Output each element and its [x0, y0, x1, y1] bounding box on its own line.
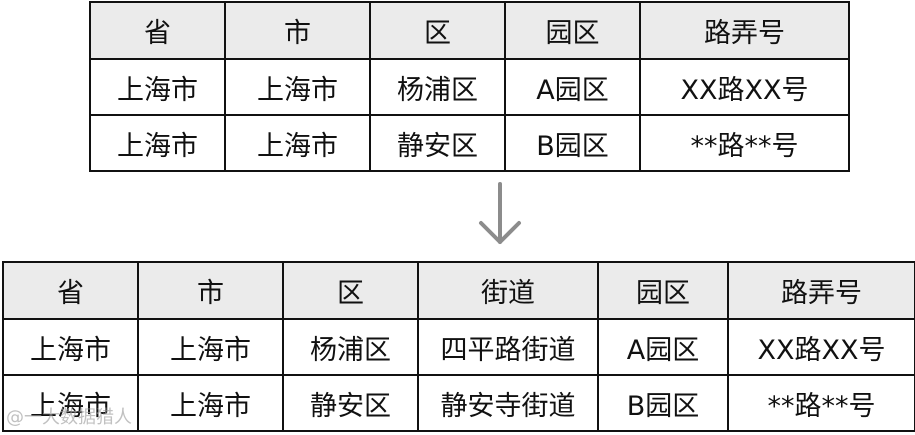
table-cell: 上海市 [137, 374, 284, 432]
table-cell: 静安寺街道 [417, 374, 599, 432]
header-address: 路弄号 [639, 1, 850, 60]
header-row: 省 市 区 园区 路弄号 [89, 1, 850, 60]
header-address: 路弄号 [727, 261, 915, 320]
table-cell: 杨浦区 [369, 58, 506, 116]
table-cell: A园区 [597, 318, 729, 376]
header-city: 市 [224, 1, 371, 60]
table-cell: XX路XX号 [639, 58, 850, 116]
table-cell: 上海市 [2, 318, 139, 376]
table-cell: **路**号 [639, 114, 850, 172]
table-cell: 上海市 [89, 58, 226, 116]
expanded-table: 省 市 区 街道 园区 路弄号 上海市 上海市 杨浦区 四平路街道 A园区 XX… [2, 261, 915, 432]
table-cell: 上海市 [224, 58, 371, 116]
header-district: 区 [369, 1, 506, 60]
table-row: 上海市 上海市 杨浦区 A园区 XX路XX号 [89, 58, 850, 116]
table-row: 上海市 上海市 静安区 B园区 **路**号 [89, 114, 850, 172]
table-cell: B园区 [597, 374, 729, 432]
table-cell: 杨浦区 [282, 318, 419, 376]
header-city: 市 [137, 261, 284, 320]
table-cell: A园区 [504, 58, 641, 116]
table-cell: 四平路街道 [417, 318, 599, 376]
watermark: @一大数据猎人 [6, 407, 132, 428]
header-street-highlighted: 街道 [417, 261, 599, 320]
table-row: 上海市 上海市 静安区 静安寺街道 B园区 **路**号 [2, 374, 915, 432]
header-province: 省 [2, 261, 139, 320]
header-district: 区 [282, 261, 419, 320]
table-cell: 上海市 [2, 374, 139, 432]
table-cell: **路**号 [727, 374, 915, 432]
table-cell: 静安区 [369, 114, 506, 172]
table-cell: 静安区 [282, 374, 419, 432]
table-cell: 上海市 [137, 318, 284, 376]
table-cell: 上海市 [224, 114, 371, 172]
table-cell: XX路XX号 [727, 318, 915, 376]
table-cell: 上海市 [89, 114, 226, 172]
header-province: 省 [89, 1, 226, 60]
header-park: 园区 [597, 261, 729, 320]
header-park: 园区 [504, 1, 641, 60]
table-cell: B园区 [504, 114, 641, 172]
header-row: 省 市 区 街道 园区 路弄号 [2, 261, 915, 320]
arrow-down-icon [479, 182, 521, 244]
original-table: 省 市 区 园区 路弄号 上海市 上海市 杨浦区 A园区 XX路XX号 上海市 … [89, 1, 850, 172]
table-row: 上海市 上海市 杨浦区 四平路街道 A园区 XX路XX号 [2, 318, 915, 376]
